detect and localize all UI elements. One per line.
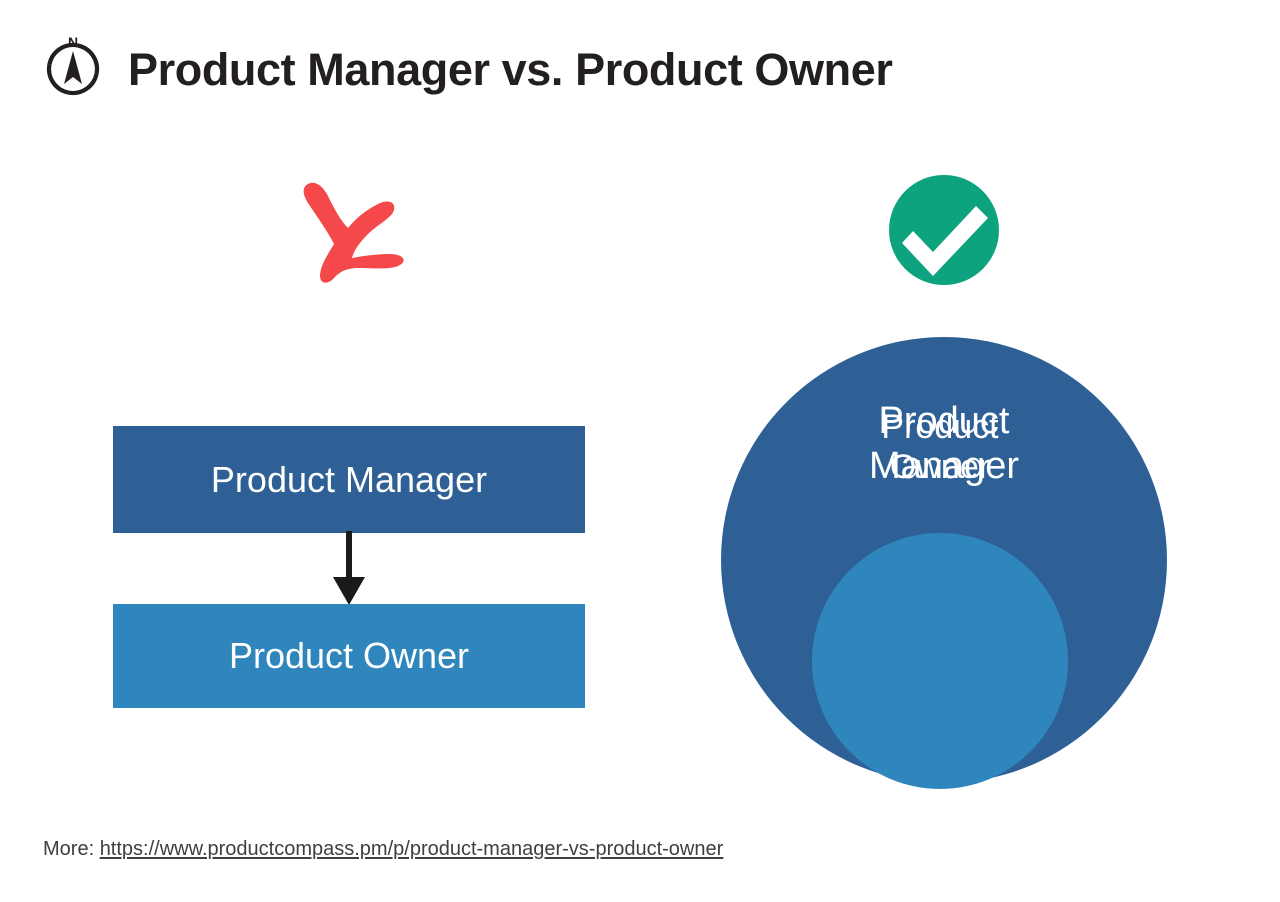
circle-product-owner bbox=[812, 533, 1068, 789]
compass-north-label: N bbox=[68, 36, 78, 50]
right-diagram-circles: Product Manager Product Owner bbox=[721, 337, 1167, 789]
circle-product-owner-label: Product Owner bbox=[881, 408, 999, 487]
box-product-owner-label: Product Owner bbox=[228, 635, 470, 676]
box-product-manager: Product Manager bbox=[113, 426, 585, 533]
page-title: Product Manager vs. Product Owner bbox=[128, 43, 893, 95]
red-cross-icon bbox=[303, 182, 404, 283]
down-arrow-icon bbox=[333, 531, 365, 605]
footer: More: https://www.productcompass.pm/p/pr… bbox=[43, 838, 723, 861]
circle-product-manager-label: Product Manager bbox=[869, 400, 1019, 487]
green-check-circle-icon bbox=[889, 175, 999, 285]
left-diagram-boxes: Product Manager Product Owner bbox=[113, 426, 585, 708]
box-product-owner: Product Owner bbox=[113, 604, 585, 708]
compass-icon: N bbox=[46, 36, 100, 96]
source-url-link[interactable]: https://www.productcompass.pm/p/product-… bbox=[99, 838, 724, 860]
footer-prefix-label: More: bbox=[43, 838, 100, 860]
box-product-manager-label: Product Manager bbox=[210, 458, 488, 500]
page-header: N Product Manager vs. Product Owner bbox=[40, 36, 893, 102]
